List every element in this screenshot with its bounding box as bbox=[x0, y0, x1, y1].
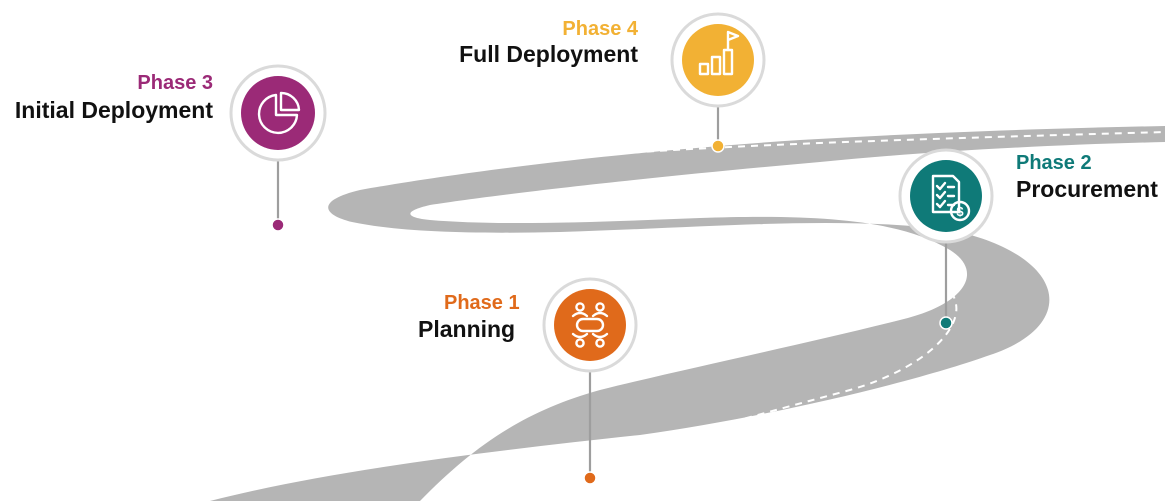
bar-chart-flag-icon bbox=[698, 30, 740, 76]
pie-chart-icon bbox=[257, 91, 301, 135]
phase-4-road-dot bbox=[711, 139, 725, 153]
phase-4-label: Phase 4 bbox=[562, 18, 638, 40]
phase-4-title: Full Deployment bbox=[459, 41, 638, 67]
phase-1-road-dot bbox=[583, 471, 597, 485]
phase-2-label: Phase 2 bbox=[1016, 152, 1092, 174]
phase-2-road-dot bbox=[939, 316, 953, 330]
checklist-invoice-icon: $ bbox=[931, 174, 971, 222]
phase-1-badge bbox=[554, 289, 626, 361]
phase-3-badge bbox=[241, 76, 315, 150]
phase-1-title: Planning bbox=[418, 316, 516, 342]
road bbox=[210, 126, 1165, 501]
phase-3-title: Initial Deployment bbox=[14, 97, 213, 123]
phase-markers: $ bbox=[229, 12, 994, 485]
road-body bbox=[210, 126, 1165, 501]
phase-3-marker bbox=[229, 64, 327, 232]
phase-1-marker bbox=[542, 277, 638, 485]
phase-2-marker: $ bbox=[898, 148, 994, 330]
phase-3-label: Phase 3 bbox=[137, 72, 213, 94]
svg-text:$: $ bbox=[956, 204, 964, 219]
phase-4-marker bbox=[670, 12, 766, 153]
phase-1-label: Phase 1 bbox=[444, 292, 520, 314]
phase-3-road-dot bbox=[271, 218, 285, 232]
phase-2-title: Procurement bbox=[1016, 176, 1158, 202]
phase-2-badge bbox=[910, 160, 982, 232]
team-meeting-icon bbox=[571, 302, 609, 348]
phase-4-badge bbox=[682, 24, 754, 96]
road-center-dashes bbox=[271, 131, 1165, 501]
